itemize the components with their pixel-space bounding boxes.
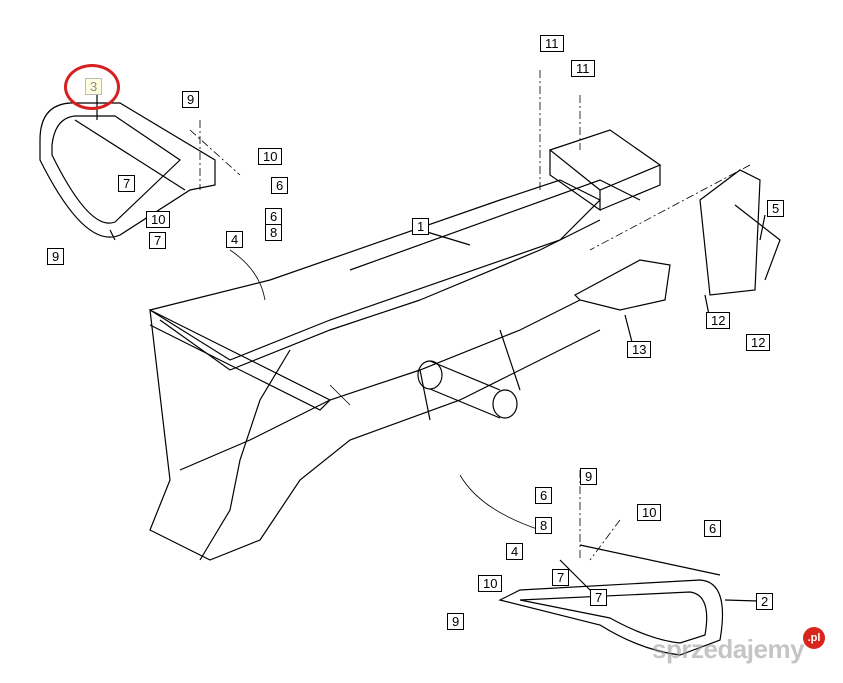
callout-label: 9: [580, 468, 598, 485]
callout-label: 6: [704, 520, 722, 537]
callout-label: 6: [271, 177, 289, 194]
callout-label: 10: [146, 211, 171, 228]
callout-label: 7: [552, 569, 570, 586]
callout-label: 12: [706, 312, 731, 329]
callout-label: 1: [412, 218, 430, 235]
callout-label: 13: [627, 341, 652, 358]
callout-label: 6: [265, 208, 283, 225]
callout-label: 8: [535, 517, 553, 534]
callout-label: 9: [447, 613, 465, 630]
callout-label: 5: [767, 200, 785, 217]
callout-label: 4: [506, 543, 524, 560]
callout-label: 12: [746, 334, 771, 351]
callout-label: 10: [478, 575, 503, 592]
callout-label: 9: [47, 248, 65, 265]
callout-label: 10: [637, 504, 662, 521]
callout-label: 2: [756, 593, 774, 610]
callout-label: 10: [258, 148, 283, 165]
callout-label: 11: [540, 35, 564, 52]
highlight-circle: [64, 64, 120, 110]
callout-label: 11: [571, 60, 595, 77]
callout-label: 7: [590, 589, 608, 606]
watermark-text: sprzedajemy: [652, 634, 805, 664]
callout-label: 4: [226, 231, 244, 248]
callout-label: 7: [118, 175, 136, 192]
callout-label: 3: [85, 78, 103, 95]
callout-label: 8: [265, 224, 283, 241]
callout-label: 7: [149, 232, 167, 249]
callout-label: 6: [535, 487, 553, 504]
watermark-logo: .pl: [803, 627, 825, 649]
callout-label: 9: [182, 91, 200, 108]
